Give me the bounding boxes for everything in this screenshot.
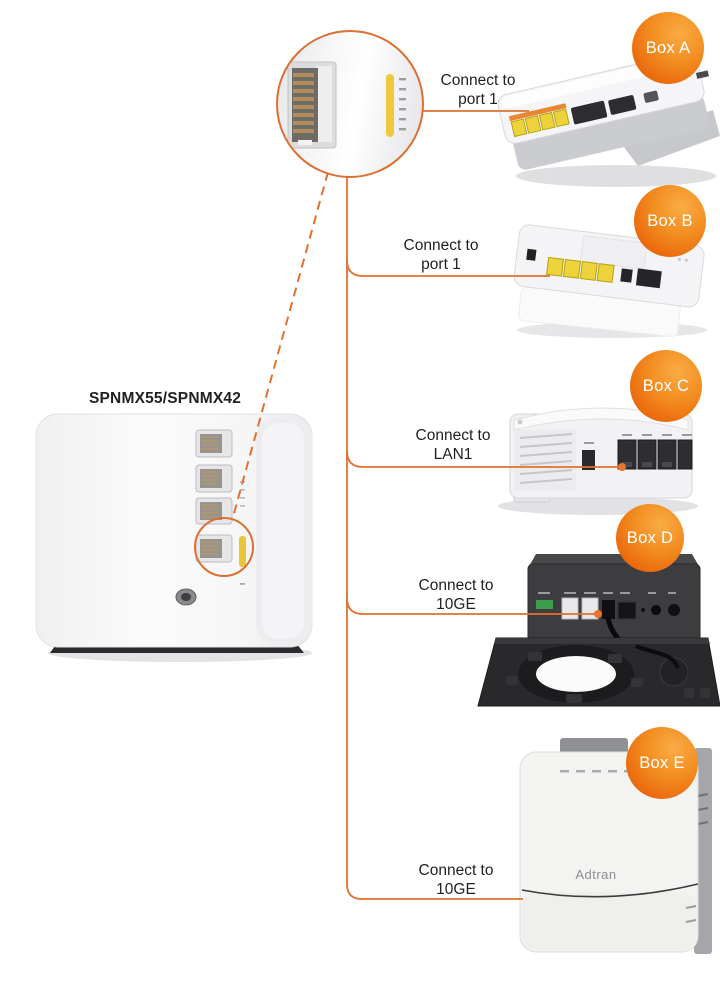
badge-box-b: Box B [634, 185, 706, 257]
device-box-e-brand-logo: Adtran [575, 867, 616, 882]
label-line-1: Connect to [415, 427, 491, 444]
router-device [30, 405, 320, 665]
connection-label-box-a: Connect to port 1 [416, 71, 540, 109]
led-strip-tick-marks [399, 78, 406, 131]
badge-box-d: Box D [616, 504, 684, 572]
router-model-label: SPNMX55/SPNMX42 [88, 390, 242, 407]
router-device-illustration [35, 413, 313, 662]
label-line-2: 10GE [436, 881, 476, 898]
port-closeup-magnifier [276, 30, 424, 178]
device-box-e-illustration: Adtran [519, 738, 712, 954]
label-line-1: Connect to [403, 237, 479, 254]
label-line-2: 10GE [436, 596, 476, 613]
device-box-d [476, 536, 720, 714]
connection-label-box-b: Connect to port 1 [379, 236, 503, 274]
connection-label-box-e: Connect to 10GE [394, 861, 518, 899]
port-closeup-illustration [287, 61, 406, 149]
connection-label-box-c: Connect to LAN1 [391, 426, 515, 464]
label-line-1: Connect to [418, 577, 494, 594]
router-led-strip [239, 536, 246, 567]
badge-box-a: Box A [632, 12, 704, 84]
connection-label-box-d: Connect to 10GE [394, 576, 518, 614]
label-line-2: LAN1 [433, 446, 473, 463]
device-box-e: Adtran [516, 738, 718, 966]
label-line-1: Connect to [418, 862, 494, 879]
label-line-1: Connect to [440, 72, 516, 89]
rj45-port-closeup-icon [287, 61, 337, 149]
device-box-d-illustration [477, 554, 720, 707]
label-line-2: port 1 [458, 91, 498, 108]
router-ports [195, 429, 233, 563]
label-line-2: port 1 [421, 256, 461, 273]
badge-box-e: Box E [626, 727, 698, 799]
led-strip-closeup [386, 74, 394, 137]
badge-box-c: Box C [630, 350, 702, 422]
port-highlight-circle [194, 517, 254, 577]
